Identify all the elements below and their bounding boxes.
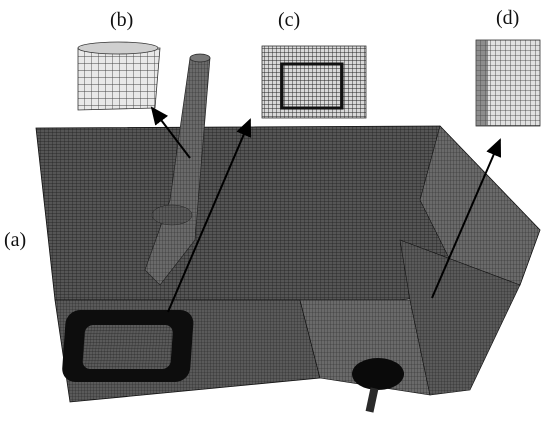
inset-b	[77, 41, 161, 111]
square-ring	[62, 310, 194, 382]
block-right-column	[399, 239, 521, 396]
inset-d	[475, 39, 541, 127]
label-d: (d)	[496, 7, 519, 29]
outlet-pin	[365, 387, 379, 413]
inset-c	[261, 45, 367, 119]
label-b: (b)	[110, 9, 133, 31]
callout-arrows	[150, 106, 502, 313]
outlet-disk	[352, 358, 404, 390]
main-block	[35, 125, 541, 413]
arrow-d	[431, 138, 502, 299]
arrow-c	[167, 118, 252, 313]
label-a: (a)	[4, 229, 26, 251]
arrow-b	[150, 106, 191, 159]
sprue-pipe	[144, 53, 211, 286]
label-c: (c)	[278, 9, 300, 31]
